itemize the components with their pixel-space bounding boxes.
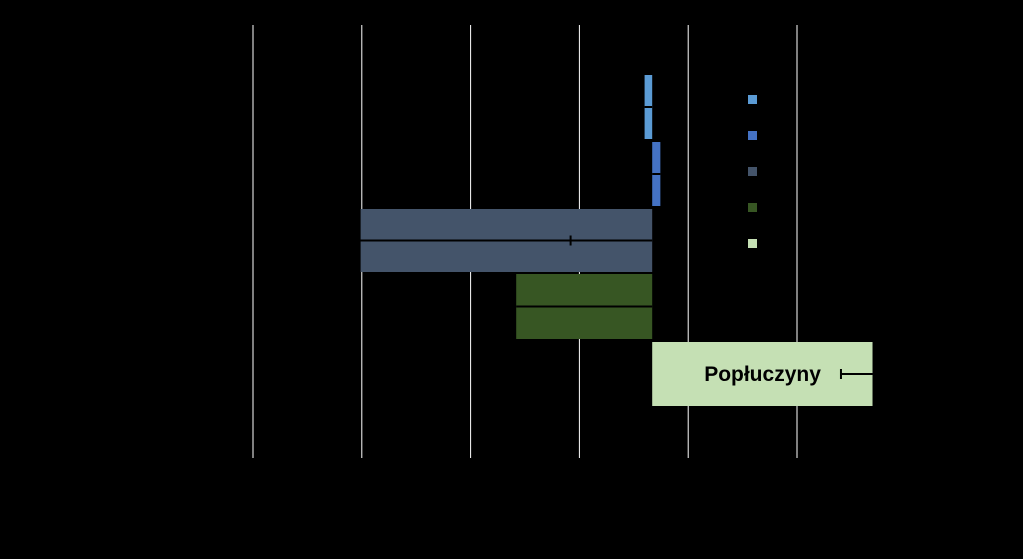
legend [748,95,757,248]
legend-swatch-4 [748,239,757,248]
bar-labels: Popłuczyny [704,363,821,386]
legend-swatch-2 [748,167,757,176]
error-bars [360,235,873,379]
bar-series-4 [652,342,873,406]
legend-swatch-3 [748,203,757,212]
bar-label-4: Popłuczyny [704,363,821,386]
legend-swatch-0 [748,95,757,104]
legend-swatch-1 [748,131,757,140]
